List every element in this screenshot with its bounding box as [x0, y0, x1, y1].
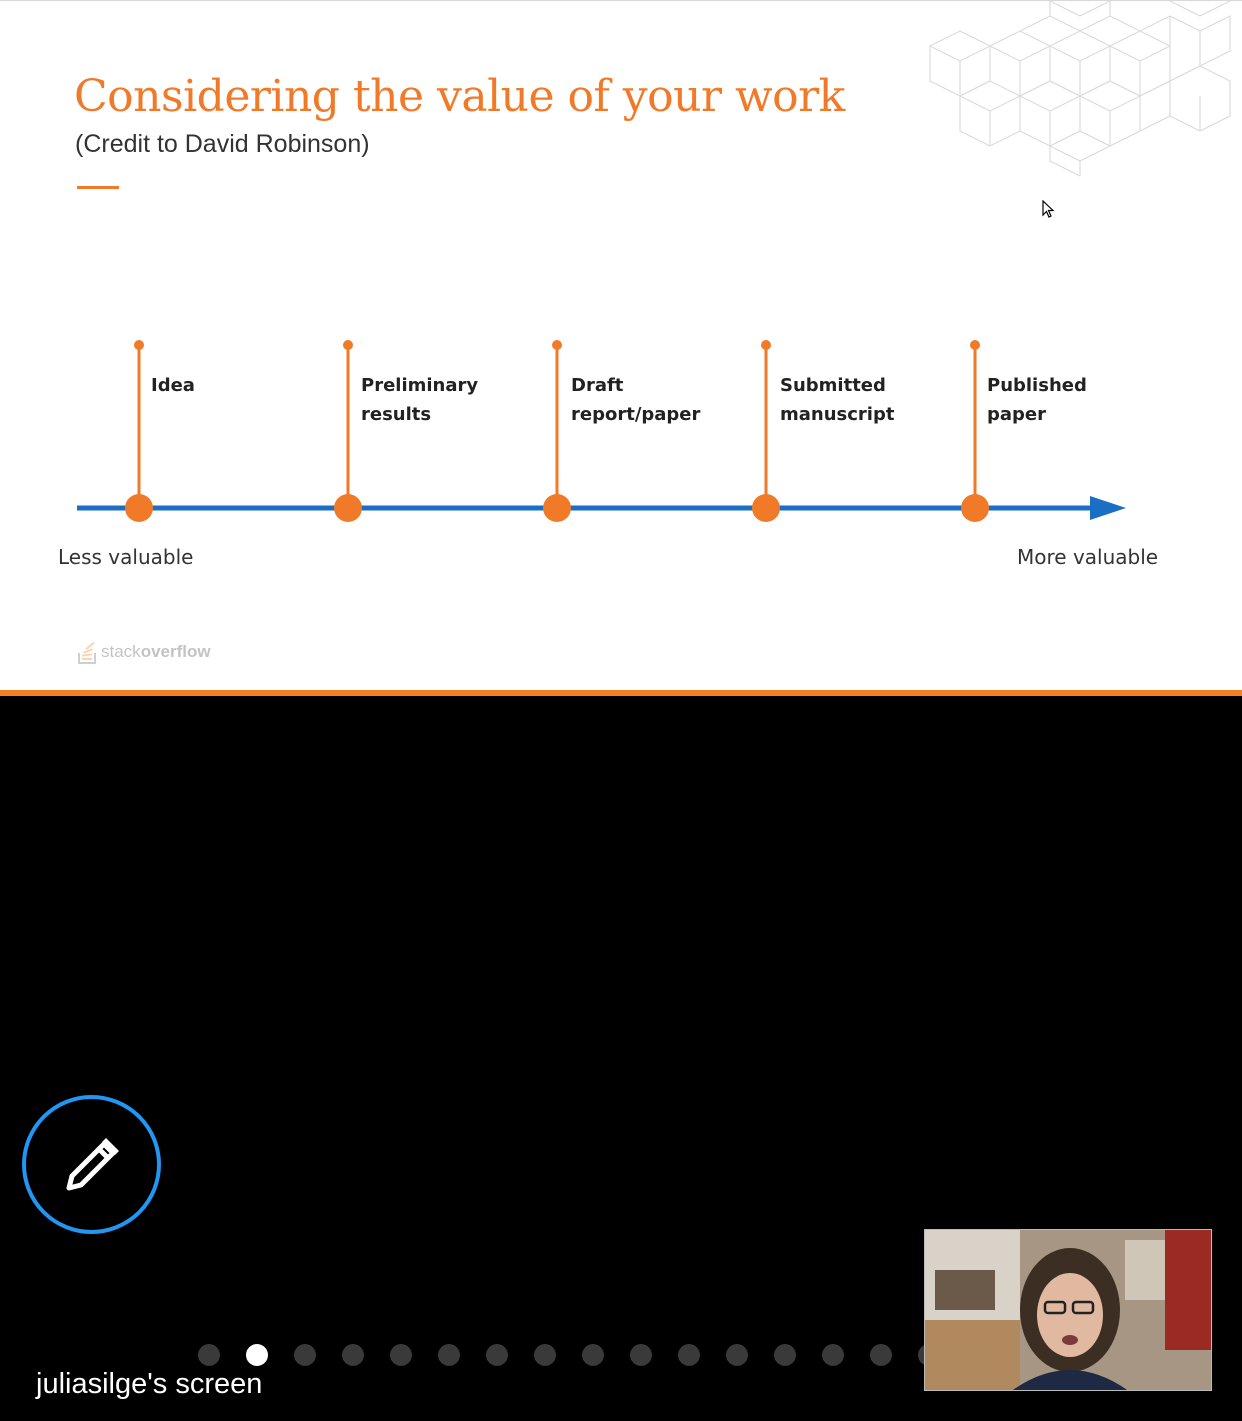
- milestone-stem-tip: [761, 340, 771, 350]
- milestone-marker: [961, 340, 989, 522]
- milestone-label-idea: Idea: [151, 371, 321, 400]
- logo-suffix: overflow: [140, 642, 211, 661]
- milestone-label-draft-report: Draft report/paper: [571, 371, 741, 429]
- milestone-label-line: manuscript: [780, 404, 895, 425]
- mouse-cursor-icon: [1042, 200, 1055, 218]
- stack-overflow-logo: stackoverflow: [77, 639, 211, 665]
- milestone-label-line: Draft: [571, 375, 624, 396]
- milestone-stem-tip: [552, 340, 562, 350]
- milestone-label-preliminary-results: Preliminary results: [361, 371, 531, 429]
- milestone-label-line: results: [361, 404, 432, 425]
- milestone-label-line: Idea: [151, 375, 195, 396]
- pager-dot[interactable]: [870, 1344, 892, 1366]
- slide-bottom-accent-bar: [0, 690, 1242, 696]
- more-valuable-label: More valuable: [1017, 545, 1159, 569]
- pager-dot[interactable]: [726, 1344, 748, 1366]
- slide-title: Considering the value of your work: [74, 71, 845, 122]
- value-timeline: [77, 340, 1126, 522]
- pager-dot[interactable]: [822, 1344, 844, 1366]
- milestone-label-line: Submitted: [780, 375, 886, 396]
- milestone-dot: [334, 494, 362, 522]
- pager-dot[interactable]: [630, 1344, 652, 1366]
- pager-dot[interactable]: [678, 1344, 700, 1366]
- milestone-marker: [752, 340, 780, 522]
- milestone-stem-tip: [970, 340, 980, 350]
- timeline-arrowhead: [1090, 496, 1126, 520]
- pencil-icon: [66, 1137, 119, 1190]
- pager-dot[interactable]: [486, 1344, 508, 1366]
- logo-prefix: stack: [101, 642, 141, 661]
- presenter-video: [925, 1230, 1211, 1390]
- pager-dot[interactable]: [390, 1344, 412, 1366]
- milestone-marker: [543, 340, 571, 522]
- milestone-stem-tip: [134, 340, 144, 350]
- milestone-label-line: report/paper: [571, 404, 701, 425]
- shared-slide: Considering the value of your work (Cred…: [0, 0, 1242, 696]
- pager-dot[interactable]: [246, 1344, 268, 1366]
- pager-dot[interactable]: [582, 1344, 604, 1366]
- milestone-stem-tip: [343, 340, 353, 350]
- milestone-label-published-paper: Published paper: [987, 371, 1157, 429]
- milestone-label-line: Preliminary: [361, 375, 479, 396]
- pager-dot[interactable]: [438, 1344, 460, 1366]
- slide-pager: [198, 1344, 1036, 1366]
- stack-overflow-icon: [78, 642, 96, 664]
- milestone-dot: [125, 494, 153, 522]
- stack-overflow-wordmark: stackoverflow: [101, 642, 211, 662]
- milestone-marker: [334, 340, 362, 522]
- slide-subtitle: (Credit to David Robinson): [75, 130, 370, 158]
- pager-dot[interactable]: [342, 1344, 364, 1366]
- pager-dot[interactable]: [774, 1344, 796, 1366]
- title-underline: [77, 186, 119, 189]
- milestone-label-line: paper: [987, 404, 1047, 425]
- pager-dot[interactable]: [198, 1344, 220, 1366]
- pager-dot[interactable]: [534, 1344, 556, 1366]
- milestone-dot: [543, 494, 571, 522]
- less-valuable-label: Less valuable: [58, 545, 194, 569]
- milestone-dot: [752, 494, 780, 522]
- pager-dot[interactable]: [294, 1344, 316, 1366]
- milestone-marker: [125, 340, 153, 522]
- annotate-button[interactable]: [22, 1095, 161, 1234]
- cube-pattern-decoration: [929, 1, 1231, 177]
- milestone-label-submitted-manuscript: Submitted manuscript: [780, 371, 950, 429]
- milestone-dot: [961, 494, 989, 522]
- presenter-video-thumbnail[interactable]: [924, 1229, 1212, 1391]
- screen-owner-label: juliasilge's screen: [36, 1368, 263, 1400]
- milestone-label-line: Published: [987, 375, 1087, 396]
